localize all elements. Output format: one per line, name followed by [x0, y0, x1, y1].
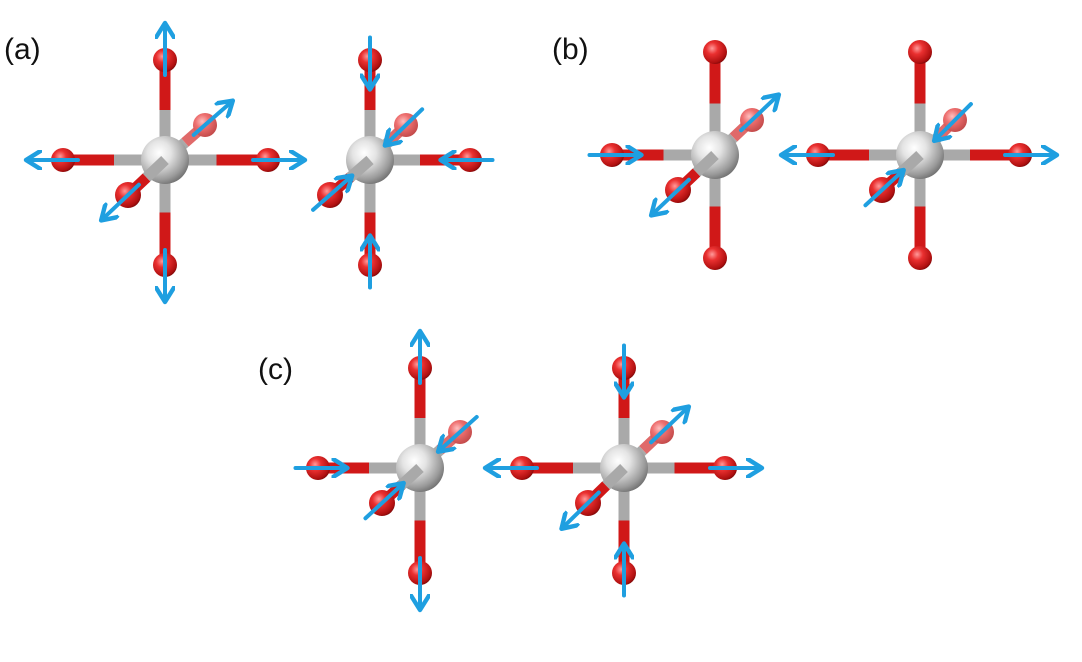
bond-metal-half: [692, 151, 719, 177]
arrow-layer: [311, 35, 495, 290]
panel-c: (c): [258, 333, 760, 608]
mid-layer: [306, 356, 444, 585]
panel-label-b: (b): [552, 33, 589, 66]
oxygen-atom-bottom: [908, 246, 932, 270]
bond-metal-half: [602, 464, 628, 490]
arrow-layer: [293, 333, 479, 608]
arrow-layer: [28, 25, 303, 300]
displacement-arrow-front-out: [103, 182, 141, 219]
octahedron-c-1: [293, 333, 479, 608]
oxygen-atom-bottom: [703, 246, 727, 270]
panel-label-c: (c): [258, 353, 293, 386]
octahedron-c-2: [487, 343, 760, 598]
oxygen-atom-top: [703, 40, 727, 64]
displacement-arrow-back-out: [649, 408, 687, 445]
arrow-layer: [487, 343, 760, 598]
displacement-arrow-front-in: [363, 484, 402, 521]
octahedron-a-1: [28, 25, 303, 300]
oxygen-atom-top: [908, 40, 932, 64]
mid-layer: [600, 40, 739, 270]
displacement-arrow-back-in: [440, 414, 479, 450]
displacement-arrow-back-out: [739, 96, 777, 133]
arrow-layer: [587, 96, 778, 214]
displacement-arrow-front-out: [563, 490, 601, 528]
displacement-arrow-front-out: [653, 177, 691, 214]
octahedron-b-1: [587, 40, 778, 270]
bond-metal-half: [142, 156, 169, 182]
octahedron-b-2: [783, 40, 1055, 270]
panel-b: (b): [552, 33, 1055, 270]
displacement-arrow-back-out: [191, 102, 232, 137]
displacement-arrow-front-in: [863, 171, 902, 208]
displacement-arrow-back-in: [386, 107, 425, 144]
octahedron-a-2: [311, 35, 495, 290]
panel-a: (a): [4, 25, 495, 300]
panel-label-a: (a): [4, 33, 41, 66]
displacement-arrow-back-in: [936, 102, 973, 139]
displacement-arrow-front-in: [311, 177, 351, 212]
arrow-layer: [783, 102, 1055, 208]
